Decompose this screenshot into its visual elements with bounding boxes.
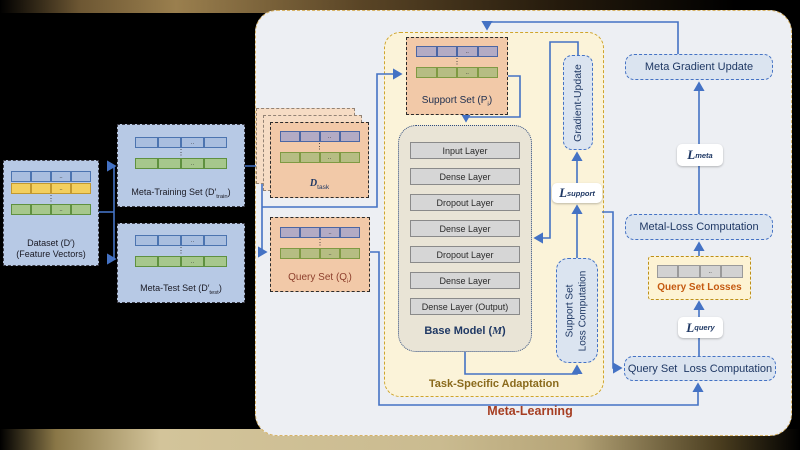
layer-dense-2: Dense Layer (410, 220, 520, 237)
meta-gradient-update-label: Meta Gradient Update (644, 61, 754, 73)
base-model-label: Base Model (M) (424, 325, 506, 337)
layer-dropout-1: Dropout Layer (410, 194, 520, 211)
support-loss-computation-label: Support Set Loss Computation (564, 270, 589, 351)
vertical-ellipsis: ⋮ (316, 238, 324, 247)
meta-loss-computation-box: Metal-Loss Computation (625, 214, 773, 240)
vertical-ellipsis: ⋮ (315, 142, 324, 151)
meta-test-label: Meta-Test Set (D′test) (140, 283, 222, 296)
arrow-dataset-to-meta-training (107, 160, 117, 212)
dtask-label: Dtask (309, 178, 330, 192)
support-set-box: .. ⋮ .. Support Set (Pi) (406, 37, 508, 115)
feature-row-blue: .. (280, 227, 360, 238)
feature-row-blue: .. (135, 137, 227, 148)
meta-gradient-update-box: Meta Gradient Update (625, 54, 773, 80)
meta-test-box: .. ⋮ .. Meta-Test Set (D′test) (117, 223, 245, 303)
layer-dense-1: Dense Layer (410, 168, 520, 185)
feature-row-green: .. (11, 204, 91, 215)
feature-row-green: .. (279, 152, 360, 163)
gradient-update-label: Gradient-Update (572, 63, 584, 142)
feature-row-blue: .. (135, 235, 227, 246)
dtask-box: .. ⋮ .. Dtask (270, 122, 369, 198)
feature-row-blue: .. (279, 131, 360, 142)
meta-loss-computation-label: Metal-Loss Computation (639, 221, 759, 233)
arrow-dataset-to-meta-test (107, 212, 117, 265)
feature-row-yellow: .. (11, 183, 91, 194)
layer-input: Input Layer (410, 142, 520, 159)
query-set-box: .. ⋮ .. Query Set (Qi) (270, 217, 370, 292)
vertical-ellipsis: ⋮ (177, 148, 185, 157)
base-model-box: Input Layer Dense Layer Dropout Layer De… (398, 125, 532, 352)
feature-row-green: .. (135, 158, 227, 169)
dataset-box: .. .. ⋮ .. Dataset (D′)(Feature Vectors) (3, 160, 99, 266)
task-adaptation-label: Task-Specific Adaptation (428, 378, 560, 390)
vertical-ellipsis: ⋮ (47, 194, 55, 203)
dataset-label: Dataset (D′)(Feature Vectors) (16, 238, 86, 260)
support-set-label: Support Set (Pi) (421, 95, 493, 109)
vertical-ellipsis: ⋮ (177, 246, 185, 255)
losses-row: .. (656, 265, 743, 278)
gradient-update-box: Gradient-Update (563, 55, 593, 150)
query-loss-computation-label: Query Set Loss Computation (627, 362, 773, 375)
query-set-losses-label: Query Set Losses (657, 282, 742, 293)
query-loss-computation-box: Query Set Loss Computation (624, 356, 776, 381)
feature-row-blue: .. (416, 46, 498, 57)
layer-dense-output: Dense Layer (Output) (410, 298, 520, 315)
feature-row-green: .. (280, 248, 360, 259)
feature-row-green: .. (416, 67, 498, 78)
feature-row-blue: .. (11, 171, 91, 182)
top-glow-band (0, 0, 800, 13)
feature-row-green: .. (135, 256, 227, 267)
meta-training-label: Meta-Training Set (D′train) (131, 187, 231, 200)
layer-dropout-2: Dropout Layer (410, 246, 520, 263)
query-set-losses-box: .. Query Set Losses (648, 256, 751, 300)
meta-learning-label: Meta-Learning (487, 404, 573, 418)
meta-training-box: .. ⋮ .. Meta-Training Set (D′train) (117, 124, 245, 207)
vertical-ellipsis: ⋮ (453, 57, 461, 66)
layer-dense-3: Dense Layer (410, 272, 520, 289)
support-loss-computation-box: Support Set Loss Computation (556, 258, 598, 363)
query-set-label: Query Set (Qi) (288, 272, 352, 286)
